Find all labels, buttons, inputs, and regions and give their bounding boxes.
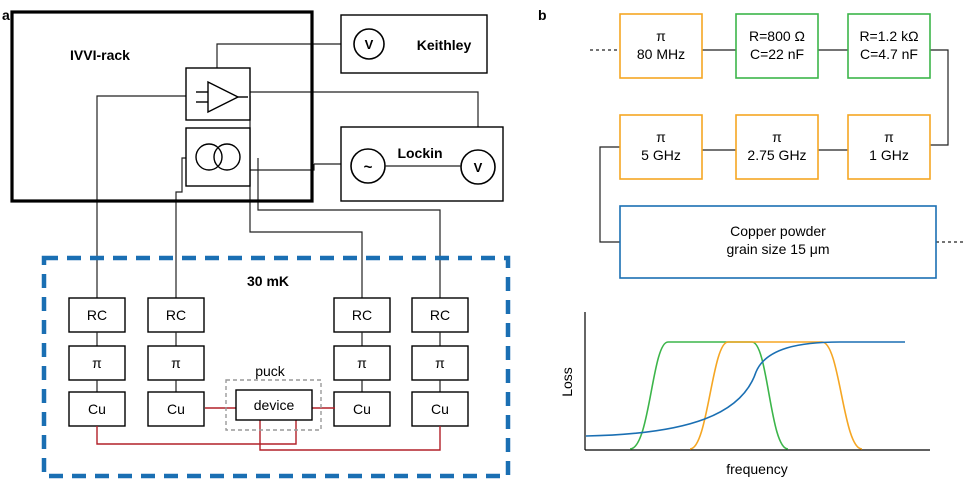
filter-chain-wiring bbox=[590, 49, 966, 243]
filter-columns: RC πCu RC πCu RC πCu RC πCu bbox=[68, 297, 469, 427]
amplifier-icon bbox=[196, 80, 248, 114]
filter-box bbox=[847, 114, 931, 180]
filter-box-line2: C=4.7 nF bbox=[860, 46, 918, 62]
ivvi-rack-label: IVVI-rack bbox=[70, 47, 130, 63]
filter-stage-box bbox=[333, 297, 391, 333]
filter-stage-label: Cu bbox=[353, 401, 371, 417]
filter-box-line1: π bbox=[656, 129, 666, 145]
filter-stage-label: π bbox=[435, 355, 445, 371]
filter-box-line1: π bbox=[656, 28, 666, 44]
plot-ylabel: Loss bbox=[559, 367, 575, 397]
filter-stage-box bbox=[147, 345, 205, 381]
puck-outline bbox=[225, 379, 322, 431]
filter-stage-label: π bbox=[357, 355, 367, 371]
voltmeter-icon bbox=[353, 28, 385, 60]
filter-stage-label: RC bbox=[166, 307, 186, 323]
lockin-voltmeter-icon bbox=[460, 149, 496, 185]
filter-box-line2: 80 MHz bbox=[637, 46, 685, 62]
lockin-label: Lockin bbox=[397, 145, 442, 161]
cold-stage-box bbox=[41, 255, 511, 479]
filter-box bbox=[619, 114, 703, 180]
panel-a-label: a bbox=[2, 7, 10, 23]
keithley-meter-symbol: V bbox=[365, 37, 374, 52]
filter-stage-label: RC bbox=[430, 307, 450, 323]
lockin-meter-symbol: V bbox=[474, 160, 483, 175]
sample-wiring bbox=[96, 407, 441, 451]
copper-powder-curve bbox=[585, 341, 905, 437]
copper-powder-box bbox=[619, 205, 937, 279]
filter-box-line1: R=800 Ω bbox=[749, 28, 805, 44]
copper-line2: grain size 15 μm bbox=[727, 241, 830, 257]
ivvi-rack-box bbox=[10, 10, 314, 203]
current-source-icon bbox=[195, 143, 241, 171]
puck-label: puck bbox=[255, 363, 286, 379]
filter-box bbox=[847, 13, 931, 79]
filter-box-line2: C=22 nF bbox=[750, 46, 804, 62]
temperature-label: 30 mK bbox=[247, 273, 289, 289]
filter-stage-box bbox=[147, 297, 205, 333]
filter-box-line1: π bbox=[772, 129, 782, 145]
device-label: device bbox=[254, 397, 295, 413]
filter-stage-box bbox=[68, 391, 126, 427]
filter-stage-box bbox=[68, 345, 126, 381]
filter-stage-box bbox=[68, 297, 126, 333]
lockin-source-symbol: ~ bbox=[364, 159, 373, 176]
filter-stage-box bbox=[333, 391, 391, 427]
filter-chain: π 80 MHz R=800 Ω C=22 nF R=1.2 kΩ C=4.7 nF π 5 … bbox=[619, 13, 931, 180]
filter-box bbox=[735, 13, 819, 79]
filter-stage-label: Cu bbox=[431, 401, 449, 417]
filter-box-line1: π bbox=[884, 129, 894, 145]
loss-plot: Loss frequency bbox=[559, 312, 930, 477]
filter-stage-label: Cu bbox=[167, 401, 185, 417]
filter-box-line2: 2.75 GHz bbox=[747, 147, 806, 163]
filter-stage-label: RC bbox=[352, 307, 372, 323]
filter-box bbox=[619, 13, 703, 79]
filter-stage-box bbox=[411, 391, 469, 427]
copper-line1: Copper powder bbox=[730, 223, 826, 239]
device-box bbox=[235, 389, 313, 421]
filter-stage-box bbox=[147, 391, 205, 427]
filter-box-line2: 5 GHz bbox=[641, 147, 681, 163]
filter-box bbox=[735, 114, 819, 180]
pi-filter-curve bbox=[689, 341, 863, 450]
filter-stage-box bbox=[411, 297, 469, 333]
filter-stage-label: π bbox=[171, 355, 181, 371]
panel-b-label: b bbox=[538, 7, 547, 23]
filter-box-line1: R=1.2 kΩ bbox=[859, 28, 918, 44]
filter-box-line2: 1 GHz bbox=[869, 147, 909, 163]
lowpass-rc-curve bbox=[629, 341, 789, 450]
filter-stage-label: π bbox=[92, 355, 102, 371]
plot-xlabel: frequency bbox=[726, 461, 787, 477]
filter-stage-label: RC bbox=[87, 307, 107, 323]
keithley-label: Keithley bbox=[417, 37, 472, 53]
filter-stage-label: Cu bbox=[88, 401, 106, 417]
